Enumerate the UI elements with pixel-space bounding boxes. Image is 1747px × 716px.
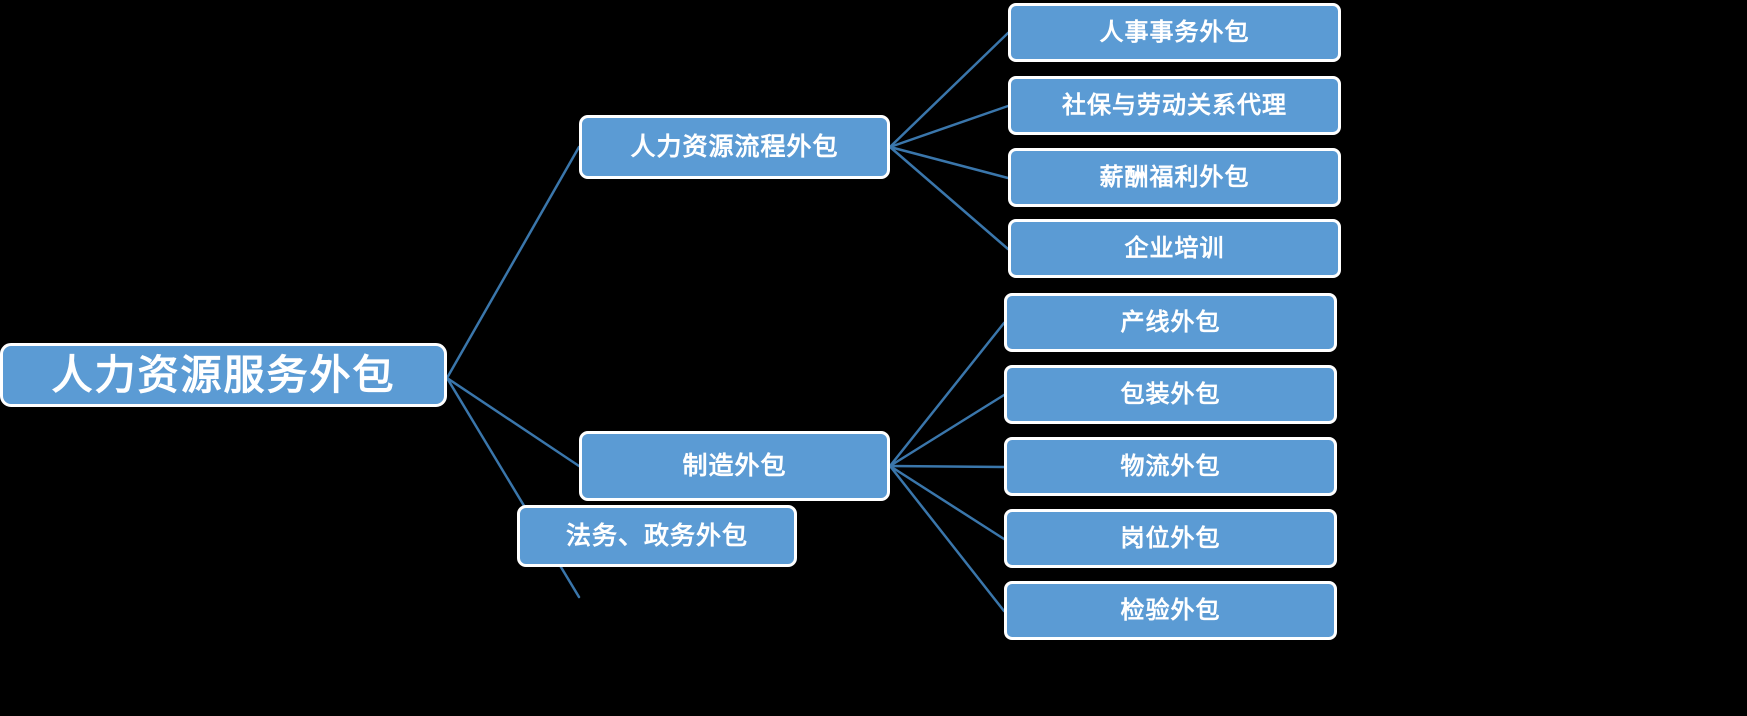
node-leaf-2-2[interactable]: 包装外包	[1004, 365, 1337, 424]
edge-connector	[888, 464, 1006, 541]
edge-connector	[888, 464, 1006, 469]
node-leaf-1-1-label: 人事事务外包	[1099, 18, 1250, 46]
node-leaf-2-4-label: 岗位外包	[1120, 524, 1221, 552]
node-branch-2[interactable]: 制造外包	[579, 431, 890, 501]
node-root-label: 人力资源服务外包	[51, 351, 396, 398]
edge-connector	[445, 376, 581, 468]
edge-connector	[888, 31, 1010, 149]
node-leaf-2-1[interactable]: 产线外包	[1004, 293, 1337, 352]
node-leaf-1-3[interactable]: 薪酬福利外包	[1008, 148, 1341, 207]
node-branch-2-label: 制造外包	[682, 451, 787, 480]
edge-connector	[888, 104, 1010, 149]
node-root[interactable]: 人力资源服务外包	[0, 343, 447, 407]
node-branch-1[interactable]: 人力资源流程外包	[579, 115, 890, 179]
node-branch-3-label: 法务、政务外包	[565, 521, 748, 550]
node-branch-1-label: 人力资源流程外包	[630, 132, 839, 161]
node-leaf-2-5-label: 检验外包	[1120, 596, 1221, 624]
node-leaf-1-4[interactable]: 企业培训	[1008, 219, 1341, 278]
node-leaf-2-5[interactable]: 检验外包	[1004, 581, 1337, 640]
node-branch-3[interactable]: 法务、政务外包	[517, 505, 797, 567]
node-leaf-2-1-label: 产线外包	[1120, 308, 1221, 336]
edge-connector	[888, 321, 1006, 468]
node-leaf-1-3-label: 薪酬福利外包	[1099, 163, 1250, 191]
node-leaf-2-4[interactable]: 岗位外包	[1004, 509, 1337, 568]
node-leaf-2-2-label: 包装外包	[1120, 380, 1221, 408]
node-leaf-1-2[interactable]: 社保与劳动关系代理	[1008, 76, 1341, 135]
node-leaf-1-2-label: 社保与劳动关系代理	[1062, 91, 1287, 119]
node-leaf-1-1[interactable]: 人事事务外包	[1008, 3, 1341, 62]
node-leaf-2-3-label: 物流外包	[1120, 452, 1221, 480]
edge-connector	[888, 145, 1010, 251]
edge-connector	[445, 145, 581, 380]
edge-connector	[888, 464, 1006, 613]
edge-connector	[888, 393, 1006, 468]
node-leaf-1-4-label: 企业培训	[1124, 234, 1225, 262]
node-leaf-2-3[interactable]: 物流外包	[1004, 437, 1337, 496]
edge-connector	[888, 145, 1010, 180]
